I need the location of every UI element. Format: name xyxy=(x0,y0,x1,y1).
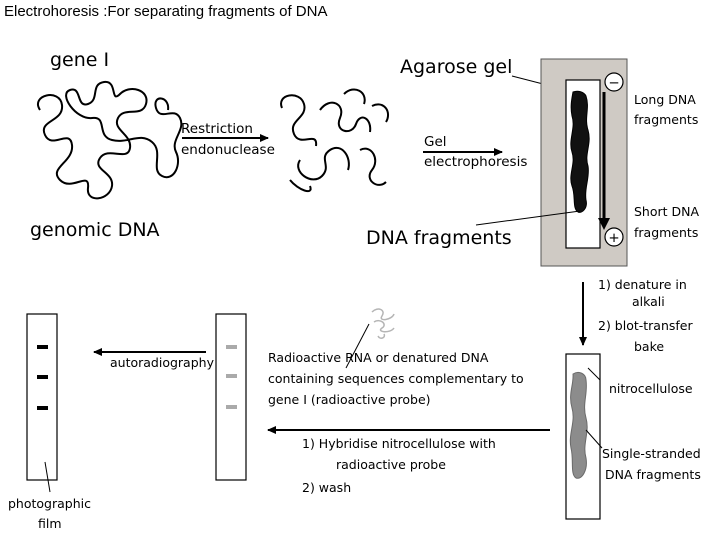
gel-label-line1: Gel xyxy=(424,134,447,150)
step2-line2: bake xyxy=(634,339,664,354)
probe-band-1 xyxy=(226,345,237,349)
probe-pointer xyxy=(345,323,370,369)
film-label-line2: film xyxy=(38,516,62,531)
agarose-gel-label: Agarose gel xyxy=(400,56,512,78)
hybridise-line3: 2) wash xyxy=(302,480,351,495)
minus-sign: − xyxy=(608,75,619,91)
genomic-dna-label: genomic DNA xyxy=(30,219,160,241)
dna-smear xyxy=(570,90,590,213)
restriction-label-line1: Restriction xyxy=(181,121,253,137)
cut-dna-fragments xyxy=(280,88,390,193)
film-band-3 xyxy=(37,406,48,410)
probe-line3: gene I (radioactive probe) xyxy=(268,392,431,407)
probe-line1: Radioactive RNA or denatured DNA xyxy=(268,350,489,365)
hybridised-strip xyxy=(215,313,247,481)
ss-dna-line2: DNA fragments xyxy=(605,467,701,482)
plus-sign: + xyxy=(608,230,619,246)
autoradiography-label: autoradiography xyxy=(110,355,215,370)
gene-label: gene I xyxy=(50,49,109,71)
step1-line2: alkali xyxy=(632,294,665,309)
film-band-1 xyxy=(37,345,48,349)
migration-arrow-head xyxy=(598,218,610,230)
film-band-2 xyxy=(37,375,48,379)
dna-fragments-label: DNA fragments xyxy=(366,227,512,249)
probe-line2: containing sequences complementary to xyxy=(268,371,524,386)
dna-fragments-pointer xyxy=(475,210,581,226)
long-fragments-line1: Long DNA xyxy=(634,92,696,107)
hybridise-line2: radioactive probe xyxy=(336,457,446,472)
film-pointer xyxy=(44,461,51,493)
hybridise-line1: 1) Hybridise nitrocellulose with xyxy=(302,436,496,451)
step2-line1: 2) blot-transfer xyxy=(598,318,693,333)
minus-electrode xyxy=(604,72,624,92)
genomic-dna-tangle xyxy=(37,80,183,200)
diagram-title: Electrohoresis :For separating fragments… xyxy=(4,3,327,20)
short-fragments-line1: Short DNA xyxy=(634,204,699,219)
plus-electrode xyxy=(604,227,624,247)
nitrocellulose-pointer xyxy=(587,367,601,381)
short-fragments-line2: fragments xyxy=(634,225,698,240)
probe-band-3 xyxy=(226,405,237,409)
gel-label-line2: electrophoresis xyxy=(424,154,527,170)
ss-dna-pointer xyxy=(585,429,603,449)
long-fragments-line2: fragments xyxy=(634,112,698,127)
restriction-label-line2: endonuclease xyxy=(181,142,275,158)
radioactive-probe-squiggle xyxy=(371,308,395,339)
step1-line1: 1) denature in xyxy=(598,277,687,292)
film-label-line1: photographic xyxy=(8,496,91,511)
ss-dna-line1: Single-stranded xyxy=(602,446,701,461)
probe-band-2 xyxy=(226,374,237,378)
nitrocellulose-label: nitrocellulose xyxy=(609,381,693,396)
ss-dna-smear xyxy=(569,371,588,479)
photographic-film xyxy=(26,313,58,481)
